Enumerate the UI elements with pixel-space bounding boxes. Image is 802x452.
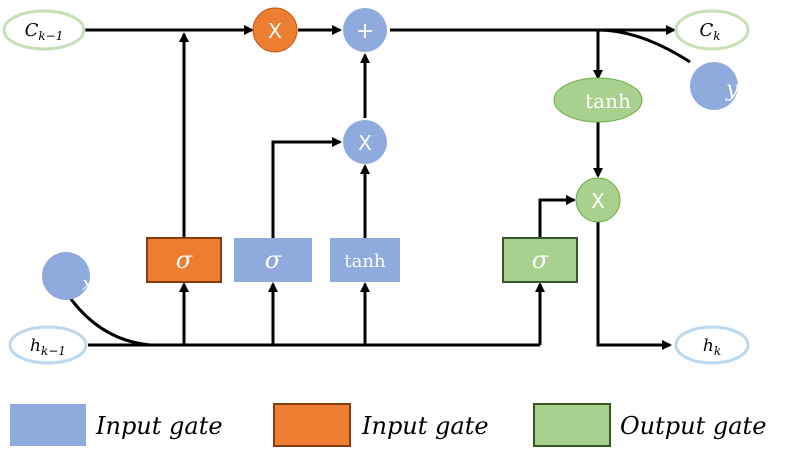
cprev-node: Ck−1 (2, 9, 86, 51)
svg-text:hk−1: hk−1 (30, 336, 66, 358)
output-multiply-label: X (591, 189, 605, 213)
cprev-sub: k−1 (38, 29, 63, 43)
svg-text:Ck−1: Ck−1 (25, 20, 64, 43)
cell-tanh-node: tanh (553, 77, 643, 123)
input-multiply-label: X (358, 131, 372, 155)
y-output-node: y (690, 62, 739, 110)
legend-label-blue: Input gate (95, 412, 223, 440)
input-gate-box: σ (234, 238, 312, 282)
cnext-node: Ck (674, 9, 750, 51)
edge-curve-to-y (597, 28, 691, 64)
legend-label-orange: Input gate (361, 412, 489, 440)
input-gate-label: σ (265, 246, 282, 274)
cprev-base: C (25, 20, 39, 41)
svg-text:hk: hk (703, 336, 721, 358)
x-input-label: x (82, 271, 93, 295)
output-multiply-node: X (575, 177, 621, 223)
hprev-sub: k−1 (41, 344, 66, 358)
candidate-tanh-label: tanh (344, 251, 386, 272)
cell-tanh-label: tanh (585, 89, 631, 113)
cnext-base: C (699, 20, 713, 41)
hnext-sub: k (714, 344, 721, 358)
hprev-base: h (30, 336, 41, 356)
hnext-node: hk (674, 325, 750, 365)
cell-add-label: + (356, 19, 374, 44)
svg-text:Ck: Ck (699, 20, 720, 43)
legend-swatch-blue (10, 404, 86, 446)
forget-multiply-label: X (268, 19, 282, 43)
forget-gate-box: σ (146, 237, 222, 283)
cell-add-node: + (343, 8, 387, 52)
hnext-base: h (703, 336, 714, 356)
forget-gate-label: σ (176, 246, 193, 274)
legend-swatch-green (533, 403, 611, 447)
x-input-node: x (42, 252, 93, 300)
output-gate-label: σ (532, 246, 549, 274)
y-output-label: y (725, 77, 739, 102)
edge-x-to-bus (64, 291, 151, 347)
candidate-tanh-box: tanh (330, 238, 400, 282)
edge-output-gate-to-mult (538, 195, 576, 238)
legend: Input gate Input gate Output gate (10, 403, 766, 447)
output-gate-box: σ (502, 237, 578, 283)
edge-output-mult-to-hnext (596, 222, 672, 350)
cnext-sub: k (713, 29, 720, 43)
forget-multiply-node: X (252, 7, 298, 53)
edge-input-gate-to-mult (271, 137, 342, 238)
connections (64, 25, 691, 350)
hprev-node: hk−1 (8, 325, 88, 365)
input-multiply-node: X (343, 120, 387, 164)
legend-label-green: Output gate (620, 412, 766, 440)
legend-swatch-orange (273, 403, 351, 447)
